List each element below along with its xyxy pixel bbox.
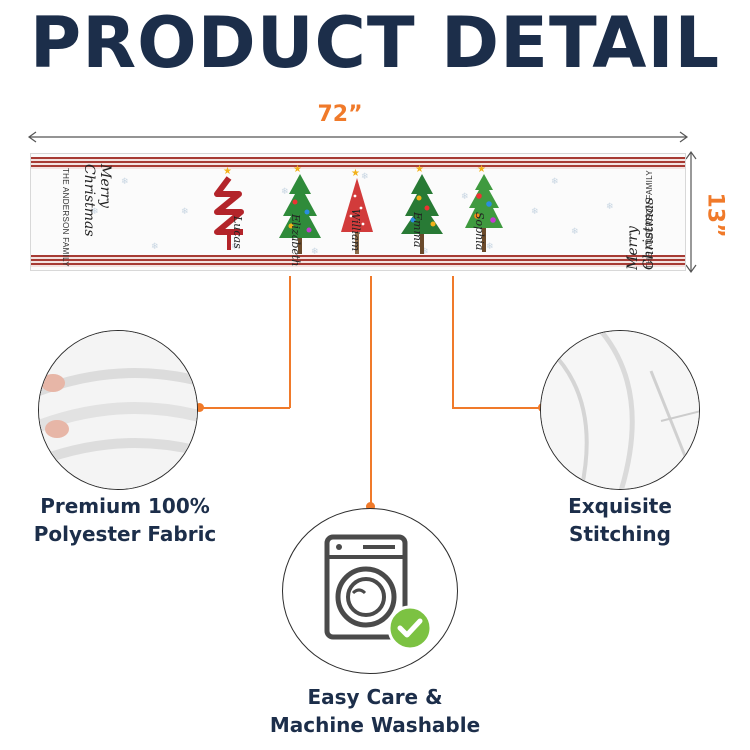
tree-spiral-red-icon: ★ xyxy=(214,166,244,250)
tree-green-ornaments-icon: ★ xyxy=(279,164,321,254)
svg-text:❄: ❄ xyxy=(311,247,319,257)
svg-text:★: ★ xyxy=(351,168,360,179)
page-title: PRODUCT DETAIL xyxy=(29,2,721,84)
svg-text:❄: ❄ xyxy=(121,177,129,187)
tree-name-4: Emma xyxy=(411,212,424,248)
connector-line-right xyxy=(452,276,454,408)
tree-green-baubles-icon: ★ xyxy=(465,164,503,252)
svg-text:❄: ❄ xyxy=(151,242,159,252)
connector-line-left-h xyxy=(200,407,290,409)
fabric-folds-illustration xyxy=(39,331,197,489)
feature-label-washable: Easy Care & Machine Washable xyxy=(240,683,510,739)
svg-text:❄: ❄ xyxy=(486,242,494,252)
feature-fabric-line2: Polyester Fabric xyxy=(33,522,217,546)
feature-stitching-line2: Stitching xyxy=(569,522,671,546)
width-label: 72” xyxy=(317,102,363,127)
tree-name-3: William xyxy=(349,209,362,252)
svg-text:❄: ❄ xyxy=(91,207,99,217)
tree-red-triangle-icon: ★ xyxy=(341,168,373,254)
feature-washable-line1: Easy Care & xyxy=(307,685,443,709)
svg-text:❄: ❄ xyxy=(181,207,189,217)
tree-green-lights-icon: ★ xyxy=(401,164,443,254)
connector-line-right-h xyxy=(452,407,540,409)
stitching-closeup-image xyxy=(540,330,700,490)
right-family-name: THE ANDERSON FAMILY xyxy=(645,170,654,269)
width-dimension-arrow xyxy=(27,131,689,143)
connector-line-left xyxy=(289,276,291,408)
connector-dot-center xyxy=(366,502,375,511)
svg-text:❄: ❄ xyxy=(531,207,539,217)
left-family-name: THE ANDERSON FAMILY xyxy=(61,168,70,267)
runner-top-stripes xyxy=(31,157,685,169)
svg-text:❄: ❄ xyxy=(551,177,559,187)
svg-text:★: ★ xyxy=(415,164,424,175)
svg-text:★: ★ xyxy=(477,164,486,175)
feature-fabric-line1: Premium 100% xyxy=(40,494,210,518)
table-runner-image: ❄ ❄ ❄ ❄ ❄ ❄ ❄ ❄ ❄ ❄ ❄ ❄ ❄ ❄ ❄ Merry Christmas THE … xyxy=(30,153,686,271)
checkmark-badge-icon xyxy=(387,605,433,651)
svg-text:★: ★ xyxy=(293,164,302,175)
connector-dot-left xyxy=(195,403,204,412)
svg-text:★: ★ xyxy=(223,166,232,177)
height-dimension-arrow xyxy=(685,150,697,274)
fabric-closeup-image xyxy=(38,330,198,490)
svg-text:❄: ❄ xyxy=(231,242,239,252)
tree-name-2: Elizabeth xyxy=(289,214,302,267)
svg-text:❄: ❄ xyxy=(281,187,289,197)
stitching-folds-illustration xyxy=(541,331,699,489)
feature-stitching-line1: Exquisite xyxy=(568,494,672,518)
svg-text:❄: ❄ xyxy=(606,202,614,212)
feature-washable-line2: Machine Washable xyxy=(269,713,481,737)
washing-machine-icon xyxy=(324,534,408,640)
tree-name-5: Sophia xyxy=(473,212,486,251)
left-greeting: Merry Christmas xyxy=(81,164,113,237)
feature-label-fabric: Premium 100% Polyester Fabric xyxy=(10,492,240,548)
svg-text:❄: ❄ xyxy=(421,247,429,257)
snowflake-pattern: ❄ ❄ ❄ ❄ ❄ ❄ ❄ ❄ ❄ ❄ ❄ ❄ ❄ ❄ ❄ xyxy=(91,172,614,257)
svg-text:❄: ❄ xyxy=(571,227,579,237)
svg-text:❄: ❄ xyxy=(461,192,469,202)
connector-line-center xyxy=(370,276,372,504)
runner-bottom-stripes xyxy=(31,255,685,267)
height-label: 13” xyxy=(702,192,728,238)
svg-text:❄: ❄ xyxy=(361,172,369,182)
washing-machine-circle xyxy=(282,508,458,674)
feature-label-stitching: Exquisite Stitching xyxy=(520,492,720,548)
tree-name-1: Lucas xyxy=(231,216,244,249)
